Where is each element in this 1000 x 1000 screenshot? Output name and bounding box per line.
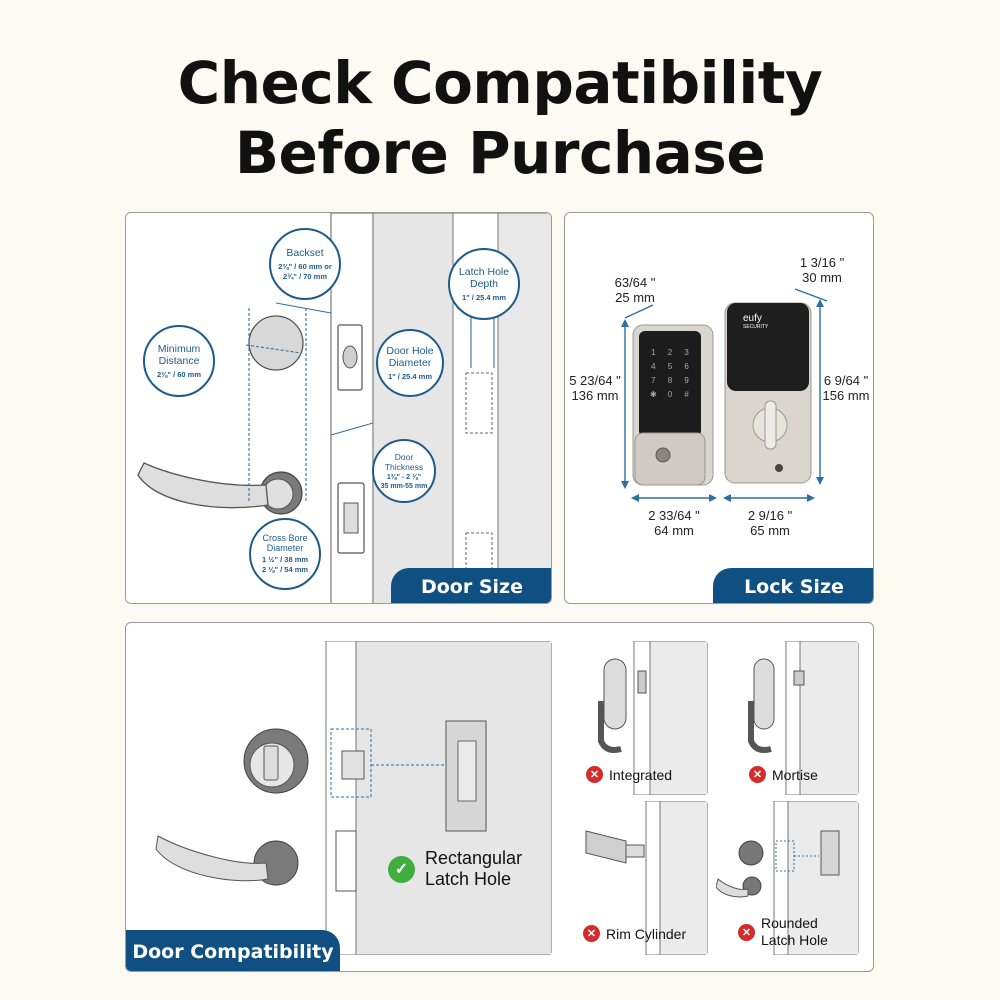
title-line-2: Before Purchase xyxy=(234,119,766,187)
key-0: 0 xyxy=(667,390,673,399)
front-depth-dim: 63/64 " 25 mm xyxy=(605,275,665,305)
rounded-drawing xyxy=(716,801,859,955)
title-line-1: Check Compatibility xyxy=(177,49,823,117)
key-8: 8 xyxy=(667,376,673,385)
x-icon: ✕ xyxy=(738,923,755,941)
front-height-mm: 136 mm xyxy=(571,388,619,403)
key-3: 3 xyxy=(684,348,689,357)
door-compat-tab: Door Compatibility xyxy=(126,930,340,971)
cross-bore-heading-2: Diameter xyxy=(266,543,304,553)
front-depth-mm: 25 mm xyxy=(615,290,655,305)
page-title: Check Compatibility Before Purchase xyxy=(0,48,1000,188)
front-height-dim: 5 23/64 " 136 mm xyxy=(565,373,625,403)
rounded-caption: ✕ Rounded Latch Hole xyxy=(738,915,828,949)
rect-latch-line-1: Rectangular xyxy=(425,848,523,868)
min-distance-value: 2⅜" / 60 mm xyxy=(157,369,201,379)
door-hole-heading-1: Door Hole xyxy=(386,344,434,357)
check-icon: ✓ xyxy=(388,855,415,883)
rect-latch-drawing xyxy=(155,641,552,955)
brand-name: eufy xyxy=(743,313,762,324)
key-1: 1 xyxy=(651,348,656,357)
mortise-cell xyxy=(716,641,859,795)
rim-drawing xyxy=(585,801,708,955)
back-width-frac: 2 9/16 " xyxy=(747,508,793,523)
mortise-label: Mortise xyxy=(772,766,818,783)
integrated-caption: ✕ Integrated xyxy=(586,766,672,783)
rim-label: Rim Cylinder xyxy=(606,925,687,942)
lock-size-tab: Lock Size xyxy=(713,568,873,603)
key-2: 2 xyxy=(667,348,673,357)
backset-heading: Backset xyxy=(286,246,324,259)
door-thickness-value-2: 35 mm-55 mm xyxy=(380,482,428,490)
front-height-frac: 5 23/64 " xyxy=(569,373,621,388)
key-9: 9 xyxy=(684,376,689,385)
key-4: 4 xyxy=(651,362,656,371)
door-size-tab: Door Size xyxy=(391,568,551,603)
cross-bore-value-1: 1 ½" / 38 mm xyxy=(261,555,309,564)
key-7: 7 xyxy=(651,376,656,385)
latch-depth-value: 1" / 25.4 mm xyxy=(462,292,506,302)
keypad: 1 2 3 4 5 6 7 8 9 ✱ 0 # xyxy=(645,348,695,399)
door-thickness-heading-2: Thickness xyxy=(384,461,424,472)
back-depth-mm: 30 mm xyxy=(802,270,842,285)
door-thickness-heading-1: Door xyxy=(394,451,414,462)
rounded-label-1: Rounded xyxy=(761,915,818,931)
front-width-dim: 2 33/64 " 64 mm xyxy=(639,508,709,538)
door-thickness-value-1: 1⅜" - 2 ⅛" xyxy=(386,473,422,481)
key-5: 5 xyxy=(667,362,673,371)
door-compat-panel: ✓ Rectangular Latch Hole ✕ Integrated ✕ xyxy=(125,622,874,972)
key-star: ✱ xyxy=(649,390,657,399)
cross-bore-value-2: 2 ⅛" / 54 mm xyxy=(261,565,309,574)
backset-callout: Backset 2⅜" / 60 mm or 2¾" / 70 mm xyxy=(269,228,341,300)
backset-value: 2⅜" / 60 mm or 2¾" / 70 mm xyxy=(278,261,332,281)
lock-diagram xyxy=(621,288,828,502)
back-width-dim: 2 9/16 " 65 mm xyxy=(735,508,805,538)
rect-latch-label: ✓ Rectangular Latch Hole xyxy=(388,848,522,890)
x-icon: ✕ xyxy=(586,766,603,783)
latch-depth-heading-2: Depth xyxy=(469,277,499,290)
door-hole-value: 1" / 25.4 mm xyxy=(388,371,432,381)
back-depth-dim: 1 3/16 " 30 mm xyxy=(787,255,857,285)
latch-depth-callout: Latch Hole Depth 1" / 25.4 mm xyxy=(448,248,520,320)
rect-latch-cell xyxy=(146,641,552,955)
back-height-frac: 6 9/64 " xyxy=(823,373,869,388)
x-icon: ✕ xyxy=(749,766,766,783)
latch-depth-heading-1: Latch Hole xyxy=(458,265,510,278)
door-hole-callout: Door Hole Diameter 1" / 25.4 mm xyxy=(376,329,444,397)
brand-sub: SECURITY xyxy=(743,324,769,330)
lock-size-panel: 1 2 3 4 5 6 7 8 9 ✱ 0 # eufy SECURITY 63… xyxy=(564,212,874,604)
door-hole-heading-2: Diameter xyxy=(388,356,432,369)
rim-caption: ✕ Rim Cylinder xyxy=(583,925,686,942)
integrated-drawing xyxy=(598,641,708,795)
min-distance-heading-1: Minimum xyxy=(157,342,201,355)
key-hash: # xyxy=(684,390,689,399)
back-depth-frac: 1 3/16 " xyxy=(799,255,845,270)
front-depth-frac: 63/64 " xyxy=(614,275,656,290)
mortise-drawing xyxy=(748,641,859,795)
mortise-caption: ✕ Mortise xyxy=(749,766,818,783)
rounded-label-2: Latch Hole xyxy=(761,932,828,948)
min-distance-callout: Minimum Distance 2⅜" / 60 mm xyxy=(143,325,215,397)
front-width-frac: 2 33/64 " xyxy=(648,508,700,523)
door-thickness-callout: Door Thickness 1⅜" - 2 ⅛" 35 mm-55 mm xyxy=(372,439,436,503)
cross-bore-heading-1: Cross Bore xyxy=(262,533,308,543)
front-width-mm: 64 mm xyxy=(654,523,694,538)
rect-latch-line-2: Latch Hole xyxy=(425,869,512,889)
cross-bore-callout: Cross Bore Diameter 1 ½" / 38 mm 2 ⅛" / … xyxy=(249,518,321,590)
back-width-mm: 65 mm xyxy=(750,523,790,538)
x-icon: ✕ xyxy=(583,925,600,942)
brand-logo: eufy SECURITY xyxy=(743,313,768,330)
back-height-dim: 6 9/64 " 156 mm xyxy=(817,373,873,403)
min-distance-heading-2: Distance xyxy=(158,354,200,367)
integrated-label: Integrated xyxy=(609,766,673,783)
back-height-mm: 156 mm xyxy=(822,388,870,403)
door-size-panel: Backset 2⅜" / 60 mm or 2¾" / 70 mm Minim… xyxy=(125,212,552,604)
key-6: 6 xyxy=(684,362,689,371)
